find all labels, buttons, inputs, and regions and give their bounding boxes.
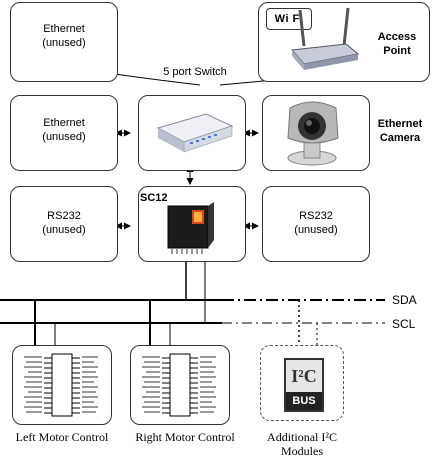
ethernet-top-left-line2: (unused) — [42, 37, 86, 49]
sc12-label: SC12 — [140, 192, 168, 204]
right-motor-chip-icon — [142, 353, 216, 417]
left-motor-chip-icon — [24, 353, 98, 417]
ethernet-top-left-line1: Ethernet — [43, 23, 85, 35]
right-motor-caption: Right Motor Control — [135, 430, 235, 444]
ethernet-mid-left-label: Ethernet (unused) — [10, 116, 118, 144]
rs232-left-line2: (unused) — [42, 224, 86, 236]
rs232-right-line1: RS232 — [299, 210, 333, 222]
sc12-box — [138, 186, 246, 262]
switch-icon — [156, 113, 234, 153]
additional-i2c-caption: Additional I²C Modules — [252, 430, 352, 458]
access-point-label: Access Point — [364, 30, 430, 58]
wifi-logo-text: Wi Fi — [274, 13, 304, 25]
rs232-right-line2: (unused) — [294, 224, 338, 236]
rs232-left-box — [10, 186, 118, 262]
i2c-bus-logo: I²C BUS — [284, 358, 324, 412]
ethernet-mid-left-box — [10, 95, 118, 171]
rs232-left-line1: RS232 — [47, 210, 81, 222]
ethernet-mid-left-line1: Ethernet — [43, 117, 85, 129]
i2c-logo-top: I²C — [286, 360, 322, 392]
ethernet-top-left-label: Ethernet (unused) — [10, 22, 118, 50]
additional-i2c-line2: Modules — [281, 444, 323, 458]
sda-label: SDA — [392, 293, 417, 307]
ethernet-mid-left-line2: (unused) — [42, 131, 86, 143]
switch-label: 5 port Switch — [163, 66, 227, 78]
access-point-line1: Access — [377, 31, 417, 43]
rs232-left-label: RS232 (unused) — [10, 209, 118, 237]
access-point-icon — [291, 7, 360, 70]
left-motor-caption: Left Motor Control — [15, 430, 109, 444]
scl-label: SCL — [392, 317, 416, 331]
ethernet-camera-line1: Ethernet — [377, 118, 423, 130]
rs232-right-box — [262, 186, 370, 262]
rs232-right-label: RS232 (unused) — [262, 209, 370, 237]
ethernet-camera-label: Ethernet Camera — [368, 117, 432, 145]
camera-icon — [287, 101, 339, 166]
access-point-line2: Point — [383, 45, 411, 57]
additional-i2c-line1: Additional I²C — [267, 430, 337, 444]
ethernet-camera-line2: Camera — [379, 132, 421, 144]
ethernet-top-left-box — [10, 2, 118, 82]
sc12-chip-icon — [167, 202, 214, 254]
i2c-logo-bottom: BUS — [286, 392, 322, 410]
